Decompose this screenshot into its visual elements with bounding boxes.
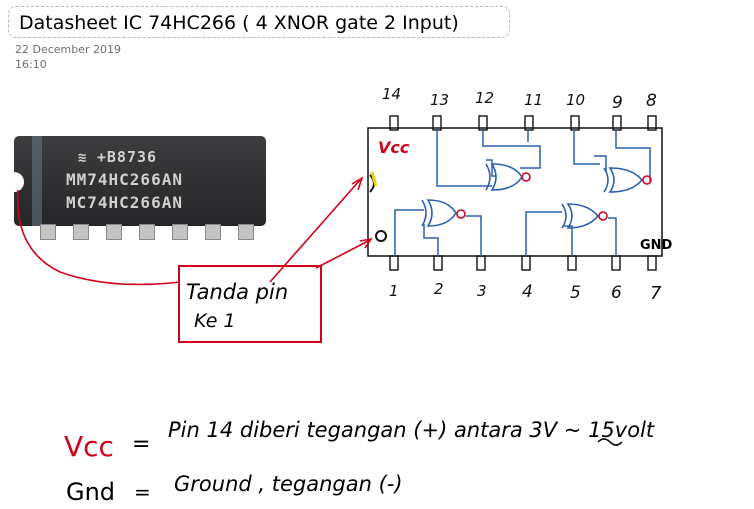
chip-notch [10,172,24,192]
pin-label-bottom: 5 [570,283,581,303]
note-vcc-label: Vcc [64,430,114,463]
chip-pin [73,224,89,240]
pin-label-top: 10 [566,91,586,109]
bottom-pin-stubs [389,255,657,271]
pin1-dot-marker [375,230,387,242]
chip-marking-line1: ≋ +B8736 [78,148,158,166]
vcc-diagram-label: Vcc [378,138,410,157]
pin-label-top: 13 [430,91,450,109]
pin-label-top: 9 [612,93,623,113]
page-title: Datasheet IC 74HC266 ( 4 XNOR gate 2 Inp… [19,12,459,34]
pin-label-bottom: 2 [434,280,444,298]
top-pin-stubs [389,115,657,131]
pin-label-bottom: 6 [611,283,622,303]
chip-pin [238,224,254,240]
chip-pin [205,224,221,240]
gnd-diagram-label: GND [640,238,673,253]
pin-label-bottom: 1 [389,282,399,300]
note-gnd-separator: = [134,480,151,504]
note-vcc-separator: = [132,432,151,457]
pin-label-top: 12 [475,89,495,107]
annotation-arrows [16,176,373,286]
inversion-bubbles [456,172,652,221]
pin-label-top: 11 [524,91,544,109]
tilde-scribble [597,438,623,446]
pin1-callout-box [178,265,322,343]
notch-highlight [370,171,378,187]
page-time: 16:10 [15,58,47,71]
pin-label-bottom: 7 [650,283,662,304]
ic-chip-photo [14,136,266,226]
chip-pin [172,224,188,240]
note-gnd-text: Ground , tegangan (-) [174,472,403,496]
pin-label-top: 14 [382,85,402,103]
gate-wiring [394,130,651,256]
chip-pin [40,224,56,240]
note-vcc-text: Pin 14 diberi tegangan (+) antara 3V ~ 1… [168,418,655,442]
note-gnd-label: Gnd [66,478,116,506]
chip-marking-line2: MM74HC266AN [66,170,183,189]
ic-outline [367,127,663,257]
chip-highlight [32,136,42,226]
chip-pin [139,224,155,240]
title-box: Datasheet IC 74HC266 ( 4 XNOR gate 2 Inp… [8,6,510,38]
pin-label-top: 8 [646,91,657,111]
chip-marking-line3: MC74HC266AN [66,193,183,212]
chip-pin [106,224,122,240]
pin-label-bottom: 3 [477,282,487,300]
xnor-gates [421,163,644,229]
callout-line2: Ke 1 [194,310,236,332]
pin-label-bottom: 4 [522,282,533,302]
motorola-logo-icon: ≋ [78,150,97,166]
page-date: 22 December 2019 [15,43,122,56]
callout-line1: Tanda pin [186,280,289,304]
